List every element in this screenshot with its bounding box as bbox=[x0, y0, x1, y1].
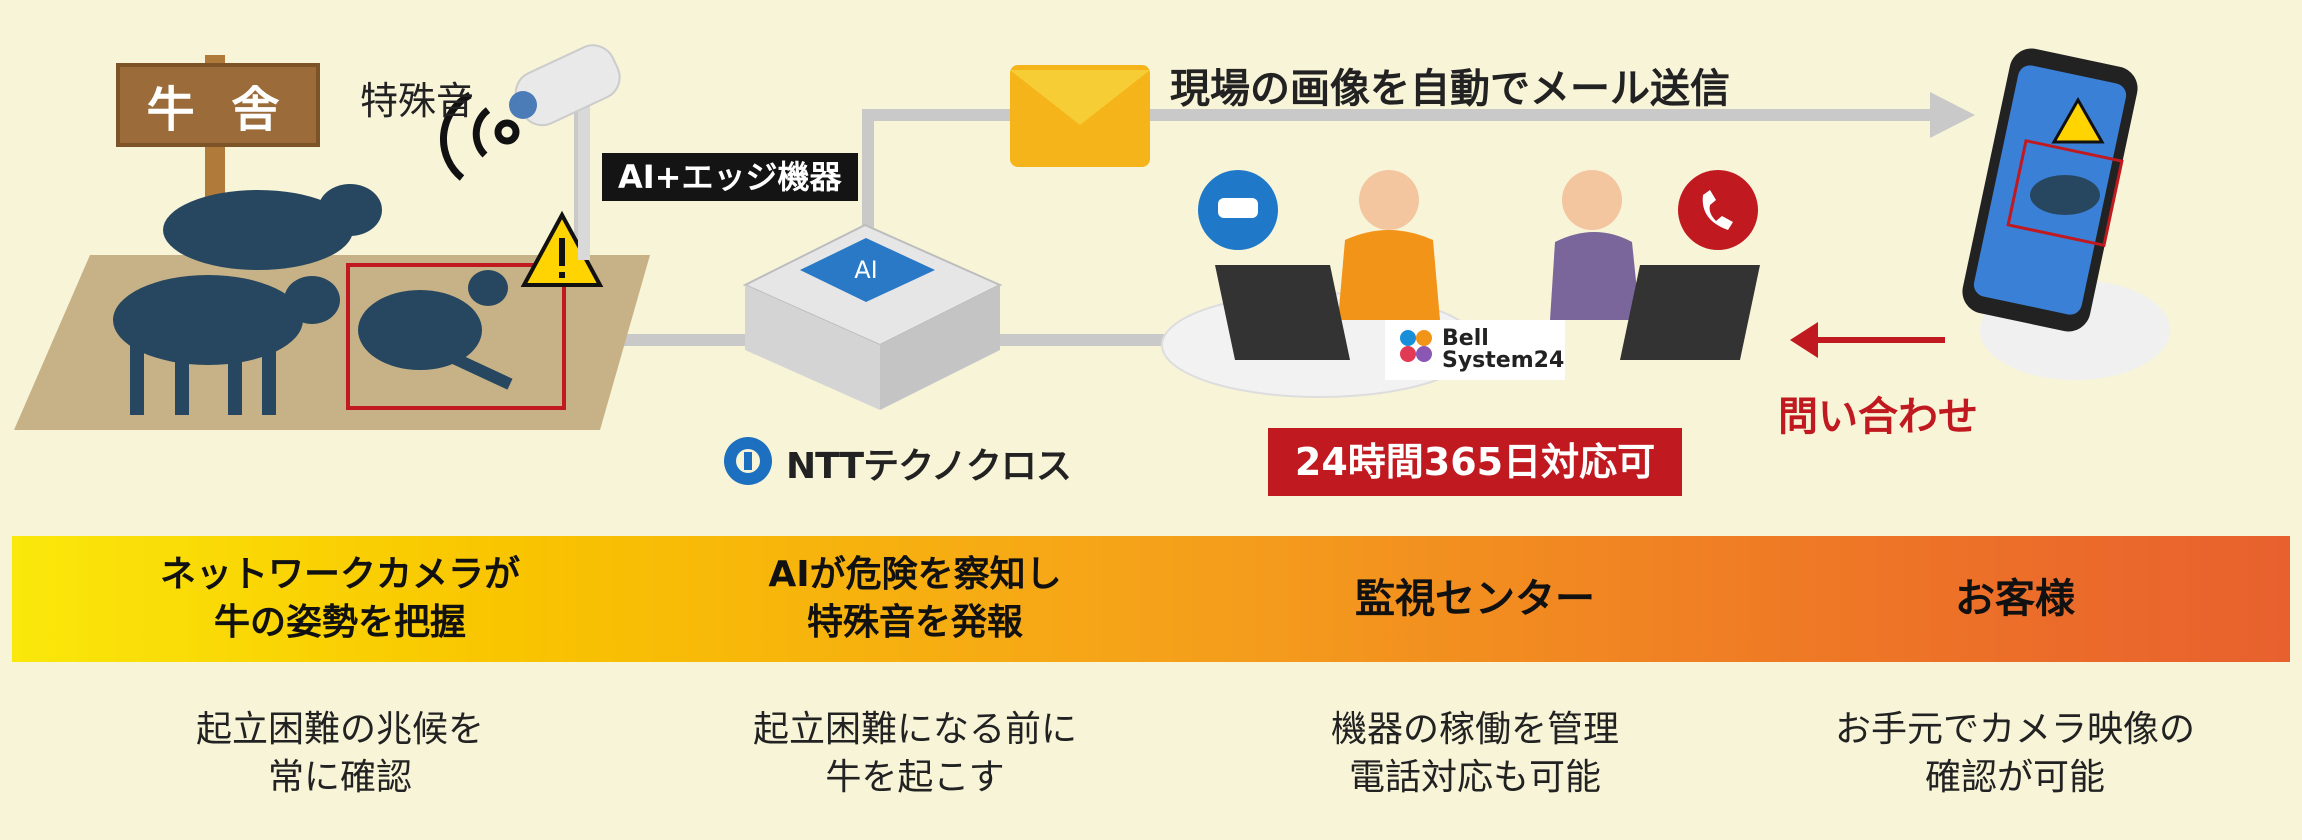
email-label: 現場の画像を自動でメール送信 bbox=[1170, 66, 1730, 112]
provider-logo-text: NTTテクノクロス bbox=[786, 446, 1072, 487]
barn-sign-label: 牛 舎 bbox=[146, 82, 290, 138]
phone-icon bbox=[1678, 170, 1758, 250]
security-camera-icon bbox=[1198, 170, 1278, 250]
column-desc-center: 機器の稼働を管理 電話対応も可能 bbox=[1330, 709, 1619, 798]
bell-logo-mark-icon bbox=[1400, 330, 1432, 362]
sound-label: 特殊音 bbox=[360, 79, 475, 123]
column-title-ai: AIが危険を察知し 特殊音を発報 bbox=[635, 536, 1195, 662]
column-title-camera: ネットワークカメラが 牛の姿勢を把握 bbox=[60, 536, 620, 662]
column-title-text: AIが危険を察知し 特殊音を発報 bbox=[768, 554, 1062, 643]
column-title-text: ネットワークカメラが 牛の姿勢を把握 bbox=[159, 554, 520, 643]
process-band bbox=[12, 536, 2290, 662]
edge-device-icon: AI bbox=[742, 223, 1003, 410]
network-camera-icon bbox=[509, 44, 621, 260]
inquiry-label: 問い合わせ bbox=[1778, 394, 1978, 440]
column-desc-customer: お手元でカメラ映像の 確認が可能 bbox=[1834, 709, 2195, 798]
availability-badge: 24時間365日対応可 bbox=[1268, 428, 1682, 496]
column-desc-ai: 起立困難になる前に 牛を起こす bbox=[752, 709, 1077, 798]
column-title-customer: お客様 bbox=[1735, 536, 2295, 662]
ntt-logo-icon bbox=[724, 437, 772, 485]
sound-wave-icon bbox=[440, 91, 520, 181]
column-title-text: お客様 bbox=[1955, 576, 2075, 622]
smartphone-icon bbox=[1962, 48, 2170, 380]
column-desc-camera: 起立困難の兆候を 常に確認 bbox=[195, 709, 484, 798]
call-center-logo-text: Bell System24 bbox=[1442, 328, 1564, 372]
column-title-center: 監視センター bbox=[1195, 536, 1755, 662]
detection-box bbox=[346, 263, 566, 410]
arrow-left-icon bbox=[1790, 322, 1945, 358]
cow-icon bbox=[113, 184, 382, 415]
bell-logo-card bbox=[1385, 320, 1565, 380]
email-icon bbox=[1010, 65, 1150, 167]
ai-edge-label: AI+エッジ機器 bbox=[602, 153, 858, 201]
column-title-text: 監視センター bbox=[1355, 576, 1595, 622]
arrow-right-icon bbox=[1930, 92, 1975, 138]
call-center-logo-line1: Bell bbox=[1442, 326, 1489, 351]
fallen-cow-icon bbox=[358, 270, 513, 390]
barn-sign bbox=[116, 63, 320, 147]
call-center-logo-line2: System24 bbox=[1442, 348, 1565, 373]
svg-text:AI: AI bbox=[854, 256, 878, 284]
